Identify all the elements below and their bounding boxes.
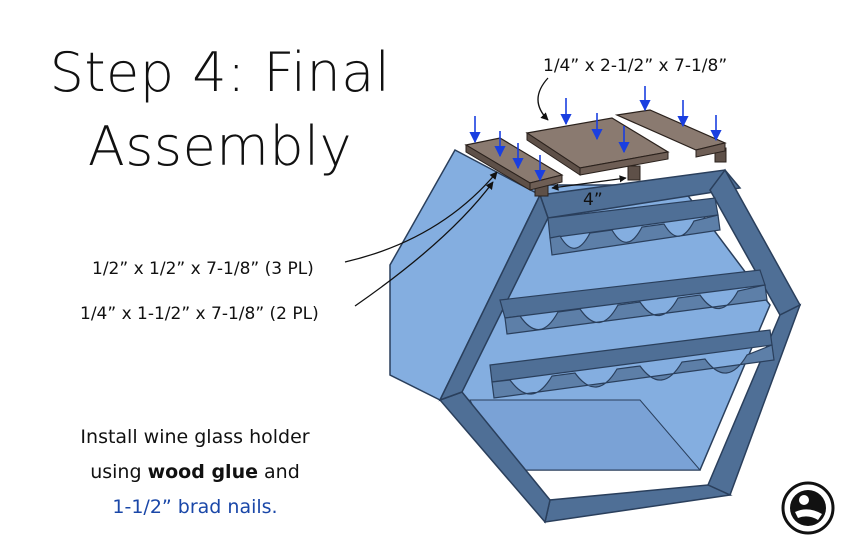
top-board-right	[614, 109, 727, 158]
cleat-leader	[344, 171, 498, 263]
instruction-line2-suffix: and	[257, 461, 300, 483]
instruction-line2-prefix: using	[90, 461, 148, 483]
instruction-line2: using wood glue and	[40, 455, 350, 490]
top-board-leader	[537, 77, 549, 121]
instruction-glue: wood glue	[147, 461, 258, 483]
side-board-leader	[354, 181, 494, 307]
glass-rail-top	[547, 197, 721, 256]
instructions: Install wine glass holder using wood glu…	[40, 420, 350, 525]
spacing-dimension-line	[551, 175, 627, 191]
glass-rail-middle	[499, 269, 768, 335]
side-board-dimension-label: 1/4” x 1-1/2” x 7-1/8” (2 PL)	[80, 304, 319, 324]
top-board-center	[525, 117, 670, 176]
instruction-line1: Install wine glass holder	[80, 426, 310, 448]
glass-rail-bottom	[489, 329, 775, 399]
top-cleat-middle	[627, 165, 641, 181]
cleat-dimension-label: 1/2” x 1/2” x 7-1/8” (3 PL)	[92, 259, 314, 279]
hex-front-bottom-edge	[544, 484, 733, 523]
step-title: Step 4: Final Assembly	[40, 36, 400, 184]
spacing-dimension-label: 4”	[583, 190, 603, 210]
top-board-dimension-label: 1/4” x 2-1/2” x 7-1/8”	[543, 56, 728, 76]
instruction-nails: 1-1/2” brad nails.	[112, 496, 278, 518]
step-title-line2: Assembly	[87, 115, 353, 178]
nail-arrows	[469, 86, 722, 182]
step-title-line1: Step 4: Final	[49, 41, 391, 104]
brand-logo	[781, 481, 835, 535]
